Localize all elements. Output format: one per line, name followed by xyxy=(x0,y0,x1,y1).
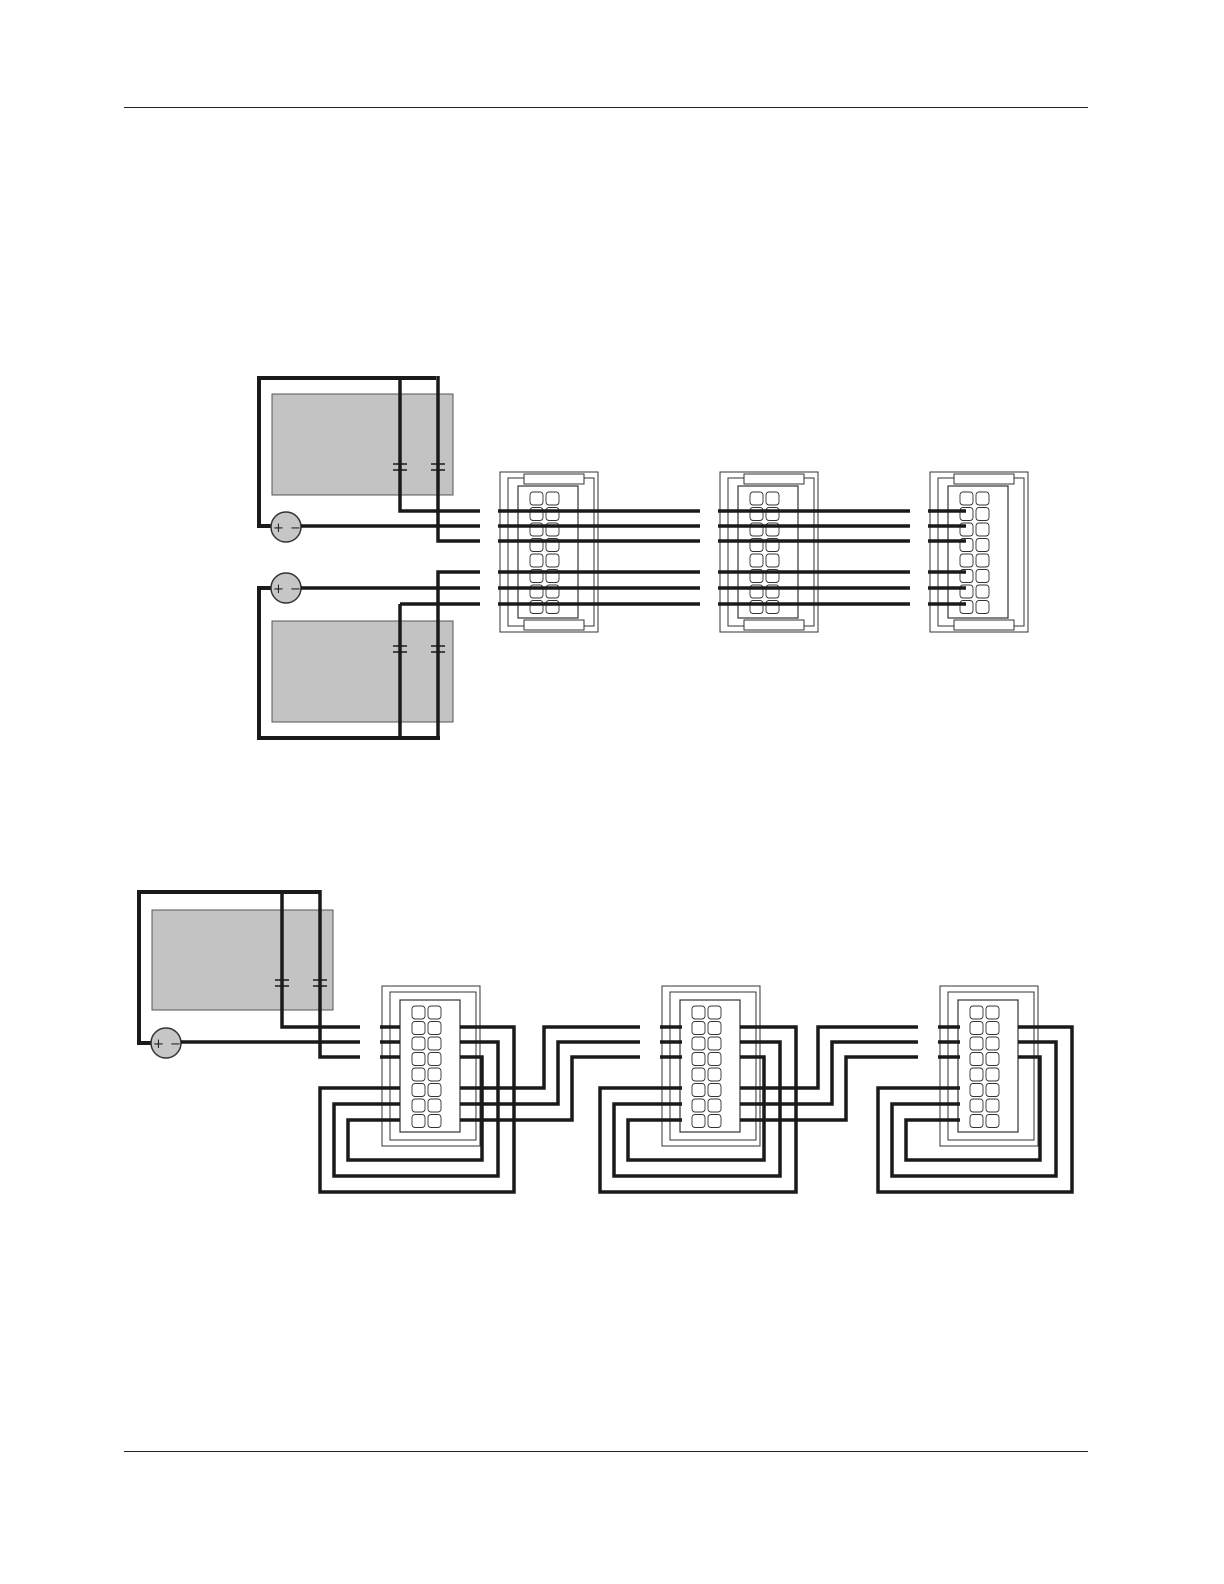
connector-row-top xyxy=(498,472,1028,632)
terminal-cell xyxy=(692,1053,705,1066)
connector-block xyxy=(662,986,760,1146)
terminal-cell xyxy=(986,1022,999,1035)
terminal-cell xyxy=(708,1084,721,1097)
terminal-cell xyxy=(692,1068,705,1081)
terminal-cell xyxy=(546,492,559,505)
header-rule xyxy=(124,107,1088,108)
terminal-cell xyxy=(428,1053,441,1066)
terminal-cell xyxy=(412,1099,425,1112)
terminal-cell xyxy=(412,1084,425,1097)
terminal-cell xyxy=(412,1115,425,1128)
terminal-cell xyxy=(708,1068,721,1081)
terminal-cell xyxy=(546,554,559,567)
terminal-cell xyxy=(986,1099,999,1112)
footer-rule xyxy=(124,1451,1088,1452)
terminal-cell xyxy=(986,1115,999,1128)
battery-plus-label: + xyxy=(153,1037,164,1052)
power-supply-single: + − xyxy=(139,890,360,1058)
terminal-cell xyxy=(986,1053,999,1066)
wiring-diagram-bottom: + − xyxy=(0,880,1224,1210)
connector-block xyxy=(940,986,1038,1146)
terminal-cell xyxy=(692,1099,705,1112)
terminal-cell xyxy=(960,554,973,567)
terminal-cell xyxy=(976,508,989,521)
battery-icon: + − xyxy=(271,573,301,603)
connector-block xyxy=(720,472,818,632)
terminal-cell xyxy=(412,1022,425,1035)
terminal-cell xyxy=(412,1053,425,1066)
terminal-cell xyxy=(692,1022,705,1035)
terminal-cell xyxy=(750,554,763,567)
battery-minus-label: − xyxy=(290,582,301,597)
terminal-cell xyxy=(986,1006,999,1019)
terminal-cell xyxy=(428,1115,441,1128)
terminal-cell xyxy=(970,1053,983,1066)
terminal-cell xyxy=(976,601,989,614)
terminal-cell xyxy=(750,492,763,505)
terminal-cell xyxy=(766,492,779,505)
terminal-cell xyxy=(970,1006,983,1019)
battery-plus-label: + xyxy=(273,521,284,536)
terminal-cell xyxy=(530,554,543,567)
terminal-cell xyxy=(960,492,973,505)
terminal-cell xyxy=(970,1037,983,1050)
terminal-cell xyxy=(412,1006,425,1019)
terminal-cell xyxy=(976,585,989,598)
terminal-cell xyxy=(986,1037,999,1050)
terminal-cell xyxy=(970,1099,983,1112)
connector-block xyxy=(382,986,480,1146)
terminal-cell xyxy=(708,1037,721,1050)
battery-icon: + − xyxy=(271,512,301,542)
terminal-cell xyxy=(428,1084,441,1097)
battery-minus-label: − xyxy=(170,1037,181,1052)
battery-plus-label: + xyxy=(273,582,284,597)
terminal-cell xyxy=(708,1022,721,1035)
terminal-cell xyxy=(986,1068,999,1081)
terminal-cell xyxy=(976,539,989,552)
wiring-diagram-top: + − + − xyxy=(0,360,1224,760)
power-supply-upper: + − xyxy=(259,376,480,542)
terminal-cell xyxy=(708,1115,721,1128)
terminal-cell xyxy=(986,1084,999,1097)
terminal-cell xyxy=(708,1099,721,1112)
terminal-cell xyxy=(692,1037,705,1050)
connector-block xyxy=(930,472,1028,632)
terminal-cell xyxy=(412,1068,425,1081)
terminal-cell xyxy=(428,1068,441,1081)
terminal-cell xyxy=(970,1115,983,1128)
battery-icon: + − xyxy=(151,1028,181,1058)
terminal-cell xyxy=(692,1115,705,1128)
terminal-cell xyxy=(412,1037,425,1050)
terminal-cell xyxy=(692,1006,705,1019)
terminal-cell xyxy=(428,1037,441,1050)
terminal-cell xyxy=(970,1068,983,1081)
terminal-cell xyxy=(692,1084,705,1097)
terminal-cell xyxy=(708,1006,721,1019)
terminal-cell xyxy=(428,1006,441,1019)
terminal-cell xyxy=(976,523,989,536)
terminal-cell xyxy=(428,1099,441,1112)
terminal-cell xyxy=(976,554,989,567)
connector-block xyxy=(500,472,598,632)
terminal-cell xyxy=(976,570,989,583)
terminal-cell xyxy=(428,1022,441,1035)
terminal-cell xyxy=(970,1022,983,1035)
terminal-cell xyxy=(976,492,989,505)
battery-minus-label: − xyxy=(290,521,301,536)
terminal-cell xyxy=(708,1053,721,1066)
terminal-cell xyxy=(970,1084,983,1097)
connector-row-bottom xyxy=(320,986,1072,1192)
terminal-cell xyxy=(530,492,543,505)
power-supply-lower: + − xyxy=(259,572,480,740)
terminal-cell xyxy=(766,554,779,567)
